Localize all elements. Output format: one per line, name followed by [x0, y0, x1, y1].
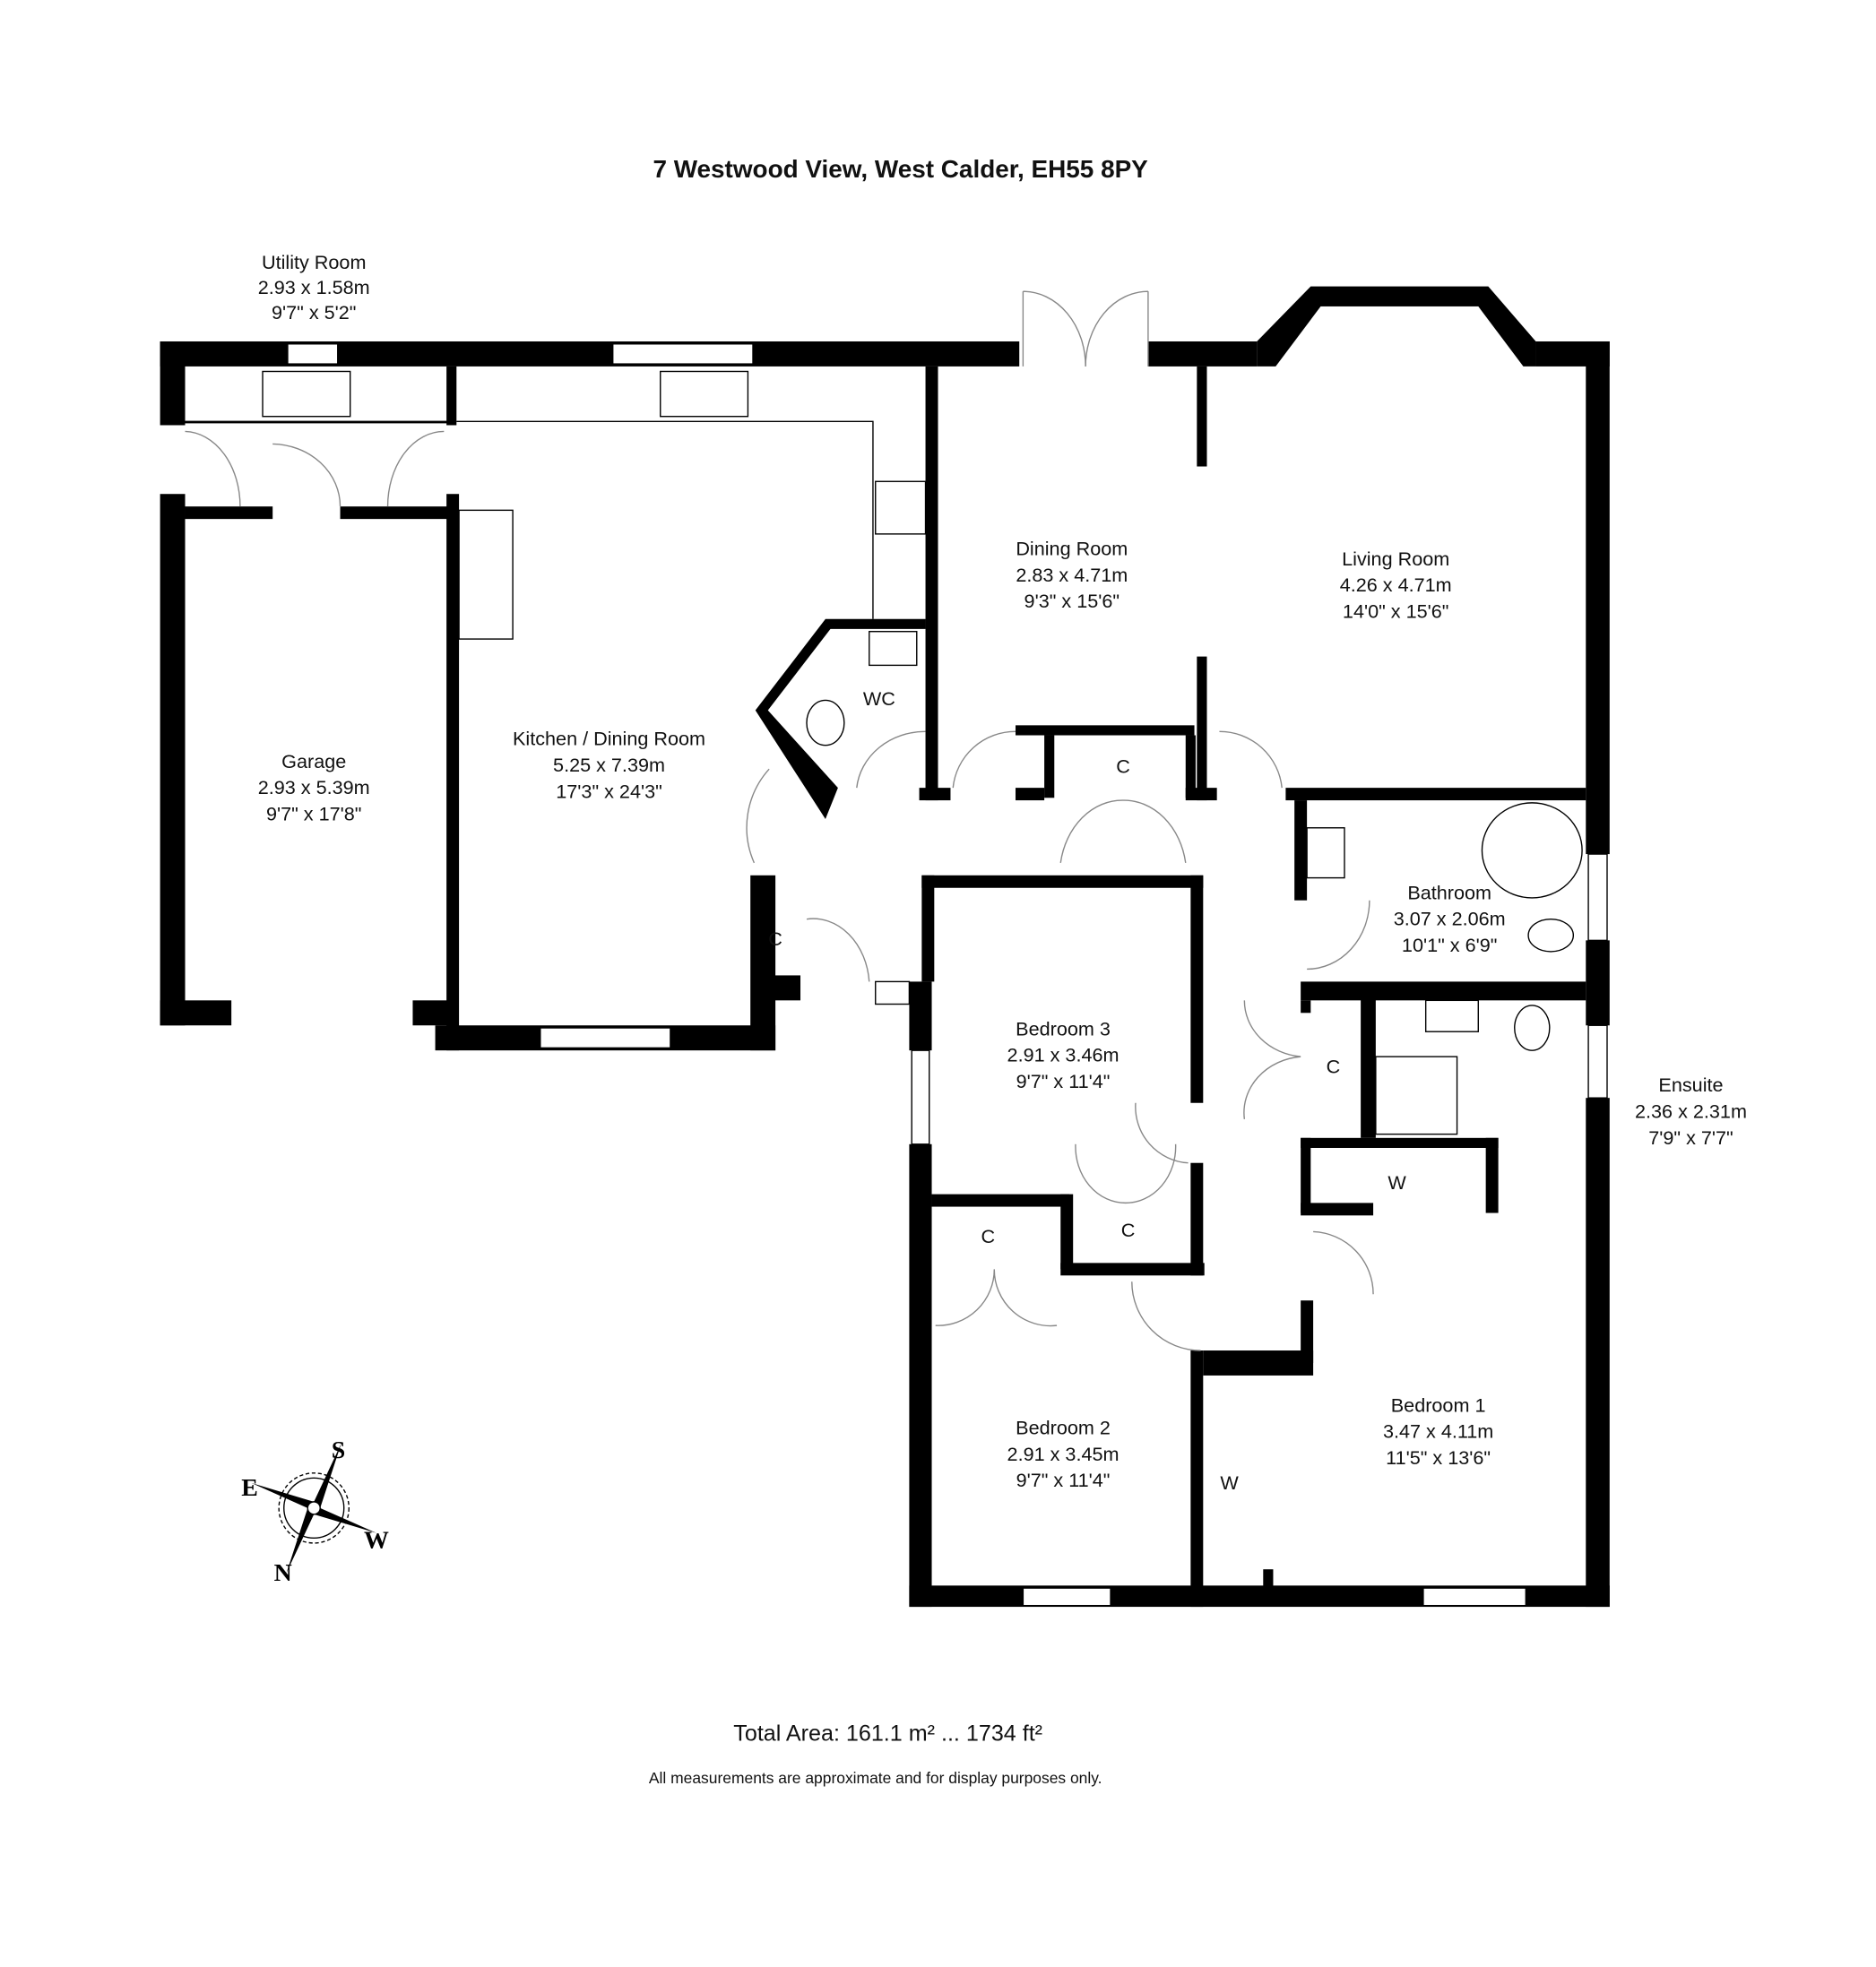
bedroom2-imperial: 9'7" x 11'4" [1016, 1469, 1111, 1491]
compass: S E W N [241, 1436, 389, 1587]
dining-room-imperial: 9'3" x 15'6" [1024, 590, 1120, 612]
toilet-icon [1527, 918, 1575, 953]
door-swings [185, 290, 1374, 1351]
bath-icon [1481, 802, 1583, 899]
bedroom1-metric: 3.47 x 4.11m [1383, 1420, 1493, 1443]
bathroom-name: Bathroom [1407, 881, 1491, 903]
fixtures [184, 370, 1583, 1135]
compass-w: W [364, 1526, 389, 1554]
bathroom-imperial: 10'1" x 6'9" [1402, 934, 1497, 956]
ensuite-imperial: 7'9" x 7'7" [1648, 1126, 1733, 1149]
bedroom3-name: Bedroom 3 [1016, 1017, 1111, 1040]
dining-room-name: Dining Room [1016, 538, 1128, 560]
utility-room-name: Utility Room [262, 251, 366, 273]
cupboard-label: C [981, 1225, 996, 1247]
dining-room-metric: 2.83 x 4.71m [1016, 564, 1128, 586]
wc-label: WC [863, 687, 895, 710]
cupboard-label: C [768, 927, 782, 950]
total-area: Total Area: 161.1 m² ... 1734 ft² [733, 1721, 1042, 1746]
wc-sink-icon [869, 631, 918, 667]
compass-e: E [241, 1474, 258, 1502]
room-labels: Utility Room 2.93 x 1.58m 9'7" x 5'2" Ga… [258, 251, 1747, 1494]
hob-icon [875, 480, 927, 535]
utility-room-metric: 2.93 x 1.58m [258, 276, 370, 298]
cupboard-label: C [1116, 755, 1130, 777]
shower-icon [1375, 1056, 1458, 1135]
utility-room-imperial: 9'7" x 5'2" [272, 301, 356, 324]
compass-s: S [332, 1436, 346, 1464]
plan-title: 7 Westwood View, West Calder, EH55 8PY [653, 155, 1148, 183]
bathroom-metric: 3.07 x 2.06m [1394, 908, 1506, 930]
bedroom3-imperial: 9'7" x 11'4" [1016, 1070, 1111, 1092]
disclaimer: All measurements are approximate and for… [649, 1769, 1102, 1787]
bedroom1-imperial: 11'5" x 13'6" [1386, 1446, 1491, 1469]
bedroom2-metric: 2.91 x 3.45m [1007, 1443, 1120, 1465]
wardrobe-label: W [1388, 1171, 1406, 1194]
ensuite-metric: 2.36 x 2.31m [1635, 1100, 1747, 1122]
living-room-name: Living Room [1342, 548, 1449, 570]
living-room-imperial: 14'0" x 15'6" [1343, 600, 1449, 622]
kitchen-name: Kitchen / Dining Room [513, 728, 705, 750]
garage-name: Garage [281, 750, 346, 772]
cupboard-label: C [1327, 1055, 1341, 1077]
ensuite-name: Ensuite [1658, 1074, 1723, 1096]
compass-n: N [274, 1559, 292, 1587]
garage-metric: 2.93 x 5.39m [258, 776, 370, 798]
cupboard-label: C [1121, 1219, 1136, 1241]
walls [160, 286, 1610, 1608]
bedroom1-name: Bedroom 1 [1391, 1393, 1486, 1416]
garage-imperial: 9'7" x 17'8" [266, 802, 362, 824]
bathroom-sink-icon [1306, 827, 1345, 879]
windows [287, 343, 1608, 1607]
living-room-metric: 4.26 x 4.71m [1340, 574, 1452, 596]
wardrobe-label: W [1220, 1471, 1239, 1494]
bedroom3-metric: 2.91 x 3.46m [1007, 1044, 1120, 1066]
kitchen-metric: 5.25 x 7.39m [553, 754, 665, 776]
kitchen-imperial: 17'3" x 24'3" [556, 780, 662, 802]
bedroom2-name: Bedroom 2 [1016, 1417, 1111, 1439]
